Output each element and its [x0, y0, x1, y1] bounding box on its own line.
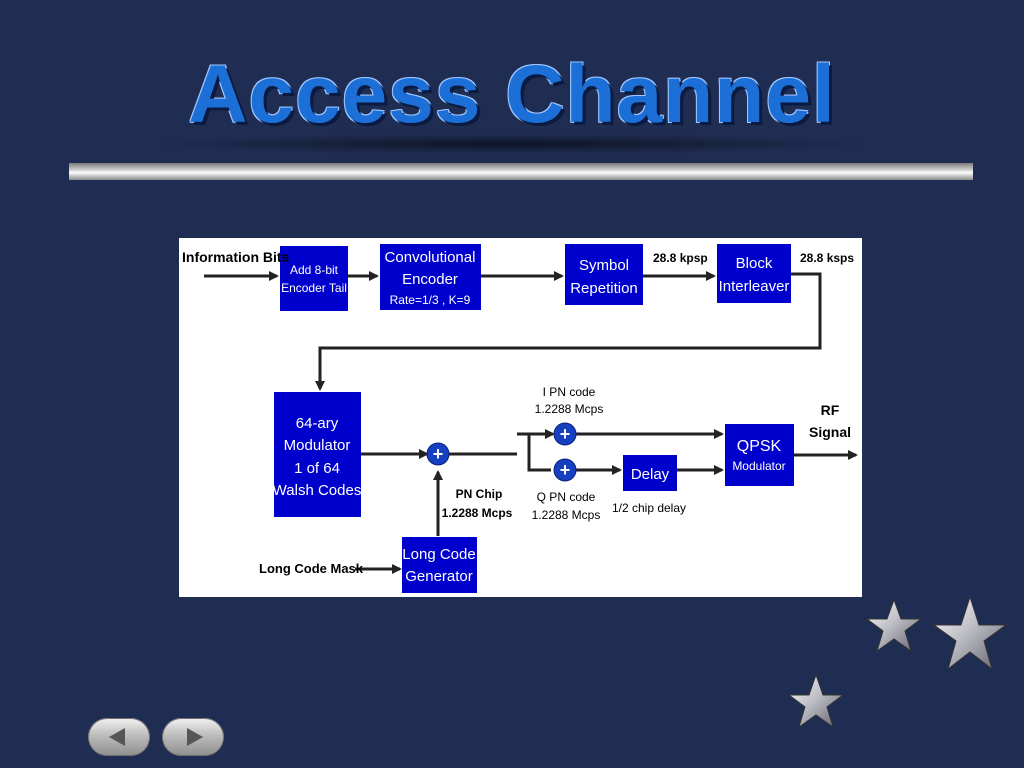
- label-q-pn-code: Q PN code: [537, 490, 596, 504]
- adder-main: +: [426, 442, 450, 466]
- title-divider: [69, 163, 973, 180]
- svg-text:Interleaver: Interleaver: [719, 278, 790, 295]
- label-pn-chip-rate: 1.2288 Mcps: [442, 506, 513, 520]
- label-long-code-mask: Long Code Mask: [259, 561, 364, 576]
- block-symbol-repetition: Symbol Repetition: [565, 244, 643, 305]
- svg-text:Encoder: Encoder: [402, 271, 458, 288]
- label-q-pn-rate: 1.2288 Mcps: [532, 508, 601, 522]
- svg-text:Walsh Codes: Walsh Codes: [273, 482, 362, 499]
- block-walsh-modulator: 64-ary Modulator 1 of 64 Walsh Codes: [273, 392, 362, 517]
- previous-slide-button[interactable]: [88, 718, 150, 756]
- label-i-pn-code: I PN code: [543, 385, 596, 399]
- left-arrow-icon: [109, 728, 125, 746]
- arrow-inter-to-walsh: [315, 272, 822, 391]
- svg-text:+: +: [560, 460, 571, 480]
- diagram-canvas: Add 8-bit Encoder Tail Convolutional Enc…: [182, 244, 858, 593]
- block-long-code-generator: Long Code Generator: [402, 537, 477, 593]
- svg-text:Long Code: Long Code: [402, 546, 475, 563]
- label-rf: RF: [821, 402, 840, 418]
- svg-text:Delay: Delay: [631, 466, 670, 483]
- svg-text:Modulator: Modulator: [732, 459, 785, 473]
- svg-text:64-ary: 64-ary: [296, 415, 339, 432]
- svg-text:Rate=1/3 , K=9: Rate=1/3 , K=9: [390, 293, 471, 307]
- adder-q-channel: +: [553, 458, 577, 482]
- svg-text:QPSK: QPSK: [737, 438, 782, 455]
- block-interleaver: Block Interleaver: [717, 244, 791, 303]
- svg-text:Generator: Generator: [405, 568, 473, 585]
- svg-text:Convolutional: Convolutional: [385, 249, 476, 266]
- svg-text:+: +: [433, 444, 444, 464]
- next-slide-button[interactable]: [162, 718, 224, 756]
- title-shadow: [150, 134, 870, 154]
- label-pn-chip: PN Chip: [456, 487, 503, 501]
- block-encoder-tail: Add 8-bit Encoder Tail: [280, 246, 348, 311]
- svg-text:Add 8-bit: Add 8-bit: [290, 263, 339, 277]
- block-convolutional-encoder: Convolutional Encoder Rate=1/3 , K=9: [380, 244, 481, 310]
- access-channel-diagram: Add 8-bit Encoder Tail Convolutional Enc…: [179, 238, 862, 597]
- svg-text:+: +: [560, 424, 571, 444]
- svg-text:Repetition: Repetition: [570, 280, 638, 297]
- svg-text:Encoder Tail: Encoder Tail: [281, 281, 347, 295]
- svg-text:Block: Block: [736, 255, 773, 272]
- svg-text:Modulator: Modulator: [284, 437, 351, 454]
- block-delay: Delay: [623, 455, 677, 491]
- stars-icon: [787, 595, 1008, 729]
- line-split: [517, 432, 551, 472]
- svg-text:1 of 64: 1 of 64: [294, 460, 340, 477]
- label-signal: Signal: [809, 424, 851, 440]
- label-information-bits: Information Bits: [182, 249, 290, 265]
- block-qpsk-modulator: QPSK Modulator: [725, 424, 794, 486]
- label-rate-after-interleaver: 28.8 ksps: [800, 251, 854, 265]
- label-i-pn-rate: 1.2288 Mcps: [535, 402, 604, 416]
- label-half-chip-delay: 1/2 chip delay: [612, 501, 686, 515]
- adder-i-channel: +: [553, 422, 577, 446]
- svg-text:Symbol: Symbol: [579, 257, 629, 274]
- right-arrow-icon: [187, 728, 203, 746]
- slide-title: Access Channel: [188, 49, 836, 140]
- label-rate-after-repetition: 28.8 kpsp: [653, 251, 708, 265]
